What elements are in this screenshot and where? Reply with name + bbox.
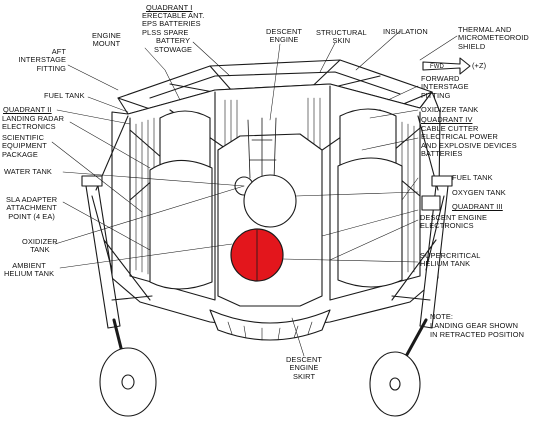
label-oxidizer-tank-left: OXIDIZER TANK <box>22 237 58 255</box>
body-inner-frame <box>129 85 421 301</box>
label-oxidizer-tank-right: OXIDIZER TANK <box>421 105 479 114</box>
label-landing-radar: LANDING RADAR ELECTRONICS <box>2 114 65 132</box>
label-insulation: INSULATION <box>383 27 428 36</box>
label-scientific-equipment: SCIENTIFIC EQUIPMENT PACKAGE <box>2 133 47 159</box>
leader-lines <box>51 30 458 357</box>
label-descent-engine: DESCENT ENGINE <box>266 27 303 45</box>
label-fuel-tank-left: FUEL TANK <box>44 91 85 100</box>
label-plus-z: (+Z) <box>472 61 487 70</box>
label-ambient-helium: AMBIENT HELIUM TANK <box>4 261 55 279</box>
label-quadrant-ii: QUADRANT II <box>3 105 52 114</box>
label-sla-adapter: SLA ADAPTER ATTACHMENT POINT (4 EA) <box>6 195 58 221</box>
propellant-tanks <box>149 108 403 290</box>
engine-skirt <box>209 309 331 341</box>
fuel-tank-right <box>337 157 403 288</box>
label-descent-engine-skirt: DESCENT ENGINE SKIRT <box>286 355 323 381</box>
top-deck-inner <box>149 71 401 99</box>
forward-arrow-icon <box>422 57 471 75</box>
label-erectable-ant: ERECTABLE ANT. EPS BATTERIES PLSS SPARE … <box>142 11 205 54</box>
label-note: NOTE: LANDING GEAR SHOWN IN RETRACTED PO… <box>430 312 525 339</box>
label-aft-interstage: AFT INTERSTAGE FITTING <box>18 47 66 73</box>
label-descent-electronics: DESCENT ENGINE ELECTRONICS <box>420 213 487 231</box>
label-cable-cutter: CABLE CUTTER ELECTRICAL POWER AND EXPLOS… <box>421 124 517 159</box>
oxygen-tank-sphere <box>243 174 297 228</box>
label-thermal-shield: THERMAL AND MICROMETEOROID SHIELD <box>458 25 529 51</box>
skirt-ribs <box>227 321 313 341</box>
label-supercritical-helium: SUPERCRITICAL HELIUM TANK <box>420 251 481 269</box>
label-structural-skin: STRUCTURAL SKIN <box>316 28 367 46</box>
landing-gear-left <box>81 115 157 417</box>
oxidizer-tank-left <box>149 159 213 290</box>
label-forward-interstage: FORWARD INTERSTAGE FITTING <box>421 74 469 100</box>
sla-adapter-fitting <box>421 195 441 211</box>
label-quadrant-iv: QUADRANT IV <box>421 115 473 124</box>
label-fuel-tank-right: FUEL TANK <box>452 173 493 182</box>
landing-gear-right <box>369 115 453 417</box>
engine-lines <box>247 117 277 181</box>
label-engine-mount: ENGINE MOUNT <box>92 31 121 49</box>
label-water-tank: WATER TANK <box>4 167 52 176</box>
label-fwd: FWD <box>430 64 444 70</box>
label-oxygen-tank: OXYGEN TANK <box>452 188 506 197</box>
label-quadrant-i: QUADRANT I <box>146 3 193 12</box>
label-quadrant-iii: QUADRANT III <box>452 202 503 211</box>
